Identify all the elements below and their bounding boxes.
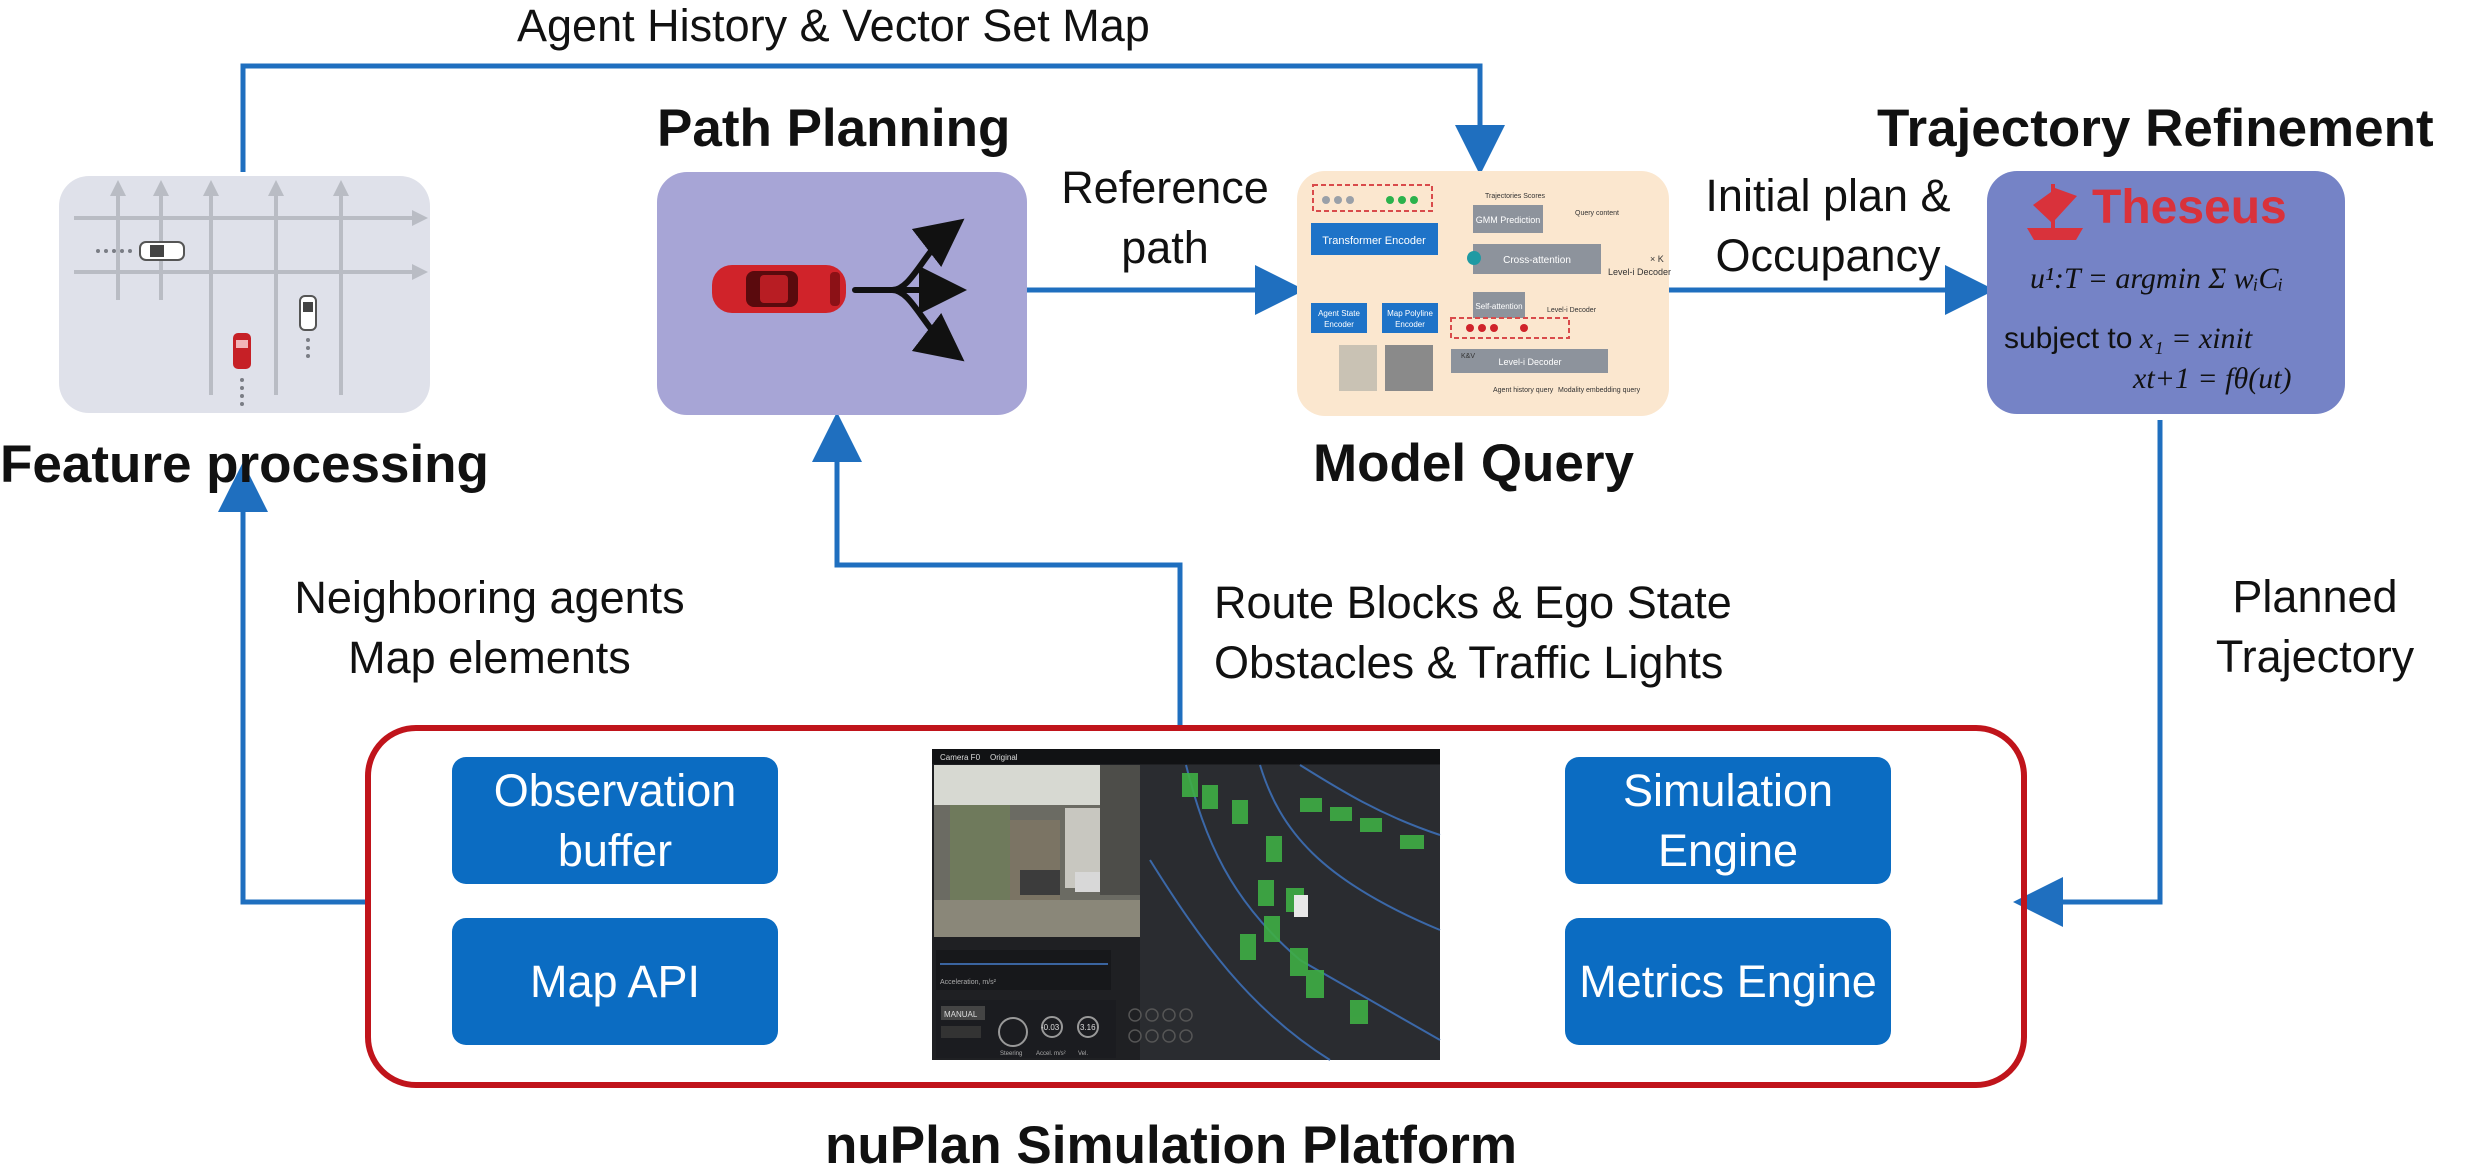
route-blocks-label: Route Blocks & Ego State Obstacles & Tra…	[1214, 577, 1732, 688]
ego-car-icon	[233, 333, 251, 406]
svg-text:× K: × K	[1650, 254, 1664, 264]
svg-text:Agent history query: Agent history query	[1493, 387, 1554, 394]
arrow-neighbors	[218, 462, 368, 905]
svg-text:Encoder: Encoder	[1324, 320, 1354, 329]
svg-text:Trajectories Scores: Trajectories Scores	[1485, 193, 1546, 200]
platform-title: nuPlan Simulation Platform	[825, 1116, 1518, 1175]
svg-text:K&V: K&V	[1461, 353, 1475, 360]
red-car-icon	[712, 265, 846, 313]
vel-value: 3.16	[1080, 1023, 1096, 1032]
mode-label: Original	[990, 753, 1018, 762]
lane-arrowheads	[110, 180, 428, 280]
accel-caption: Acceleration, m/s²	[940, 979, 997, 986]
theseus-ship-icon	[2027, 184, 2083, 240]
svg-text:Self-attention: Self-attention	[1475, 302, 1522, 311]
svg-text:Modality embedding query: Modality embedding query	[1558, 387, 1641, 394]
model-query-figure: Transformer Encoder Agent State Encoder …	[1297, 171, 1671, 416]
path-planning-box	[657, 172, 1027, 415]
arrow-planned-trajectory	[2013, 420, 2163, 927]
transformer-encoder-label: Transformer Encoder	[1322, 235, 1426, 247]
neighbor-car-icon	[299, 295, 317, 358]
svg-text:Level-i Decoder: Level-i Decoder	[1547, 307, 1597, 314]
agent-history-label: Agent History & Vector Set Map	[517, 0, 1150, 51]
connectors	[218, 63, 2163, 927]
branching-paths-icon	[852, 218, 967, 362]
camera-label: Camera F0	[940, 753, 981, 762]
map-api-button[interactable]: Map API	[452, 918, 778, 1045]
observation-buffer-button[interactable]: Observation buffer	[452, 757, 778, 884]
neighbor-car-icon	[96, 241, 185, 261]
theseus-logo: Theseus	[2092, 181, 2287, 234]
planned-trajectory-label: Planned Trajectory	[2215, 571, 2415, 682]
platform-frame	[365, 725, 2027, 1088]
neighbors-label: Neighboring agents Map elements	[294, 572, 685, 683]
svg-text:Level-i Decoder: Level-i Decoder	[1498, 357, 1561, 367]
reference-path-label: Reference path	[1061, 162, 1269, 273]
arrow-route-blocks	[812, 412, 1183, 728]
gmm-label: GMM Prediction	[1476, 215, 1541, 225]
simulation-engine-button[interactable]: Simulation Engine	[1565, 757, 1891, 884]
svg-text:Accel. m/s²: Accel. m/s²	[1036, 1051, 1066, 1057]
accel-value: -0.03	[1041, 1023, 1060, 1032]
constraint-2: xt+1 = fθ(ut)	[2133, 362, 2292, 395]
path-planning-title: Path Planning	[657, 99, 1011, 158]
trajectory-refinement-title: Trajectory Refinement	[1877, 99, 2434, 158]
arrow-agent-history	[240, 63, 1505, 175]
feature-processing-title: Feature processing	[0, 435, 489, 494]
feature-processing-box	[59, 176, 430, 413]
svg-text:Steering: Steering	[1000, 1051, 1022, 1057]
objective-formula: u¹:T = argmin Σ wᵢCᵢ	[2030, 262, 2284, 295]
initial-plan-label: Initial plan & Occupancy	[1705, 170, 1951, 281]
svg-text:Encoder: Encoder	[1395, 320, 1425, 329]
constraint-1: subject to x₁ = xinit	[2004, 322, 2253, 355]
model-query-title: Model Query	[1313, 434, 1635, 493]
map-encoder-label: Map Polyline	[1387, 309, 1433, 318]
gear-label: MANUAL	[944, 1010, 978, 1019]
metrics-engine-button[interactable]: Metrics Engine	[1565, 918, 1891, 1045]
svg-text:Vel.: Vel.	[1078, 1051, 1088, 1057]
simulator-screenshot: Camera F0 Original Acceleration, m/s² MA…	[932, 749, 1441, 1061]
svg-text:Level-i Decoder: Level-i Decoder	[1608, 267, 1671, 277]
svg-text:Query content: Query content	[1575, 210, 1619, 217]
cross-attention-label: Cross-attention	[1503, 255, 1571, 266]
agent-encoder-label: Agent State	[1318, 309, 1360, 318]
